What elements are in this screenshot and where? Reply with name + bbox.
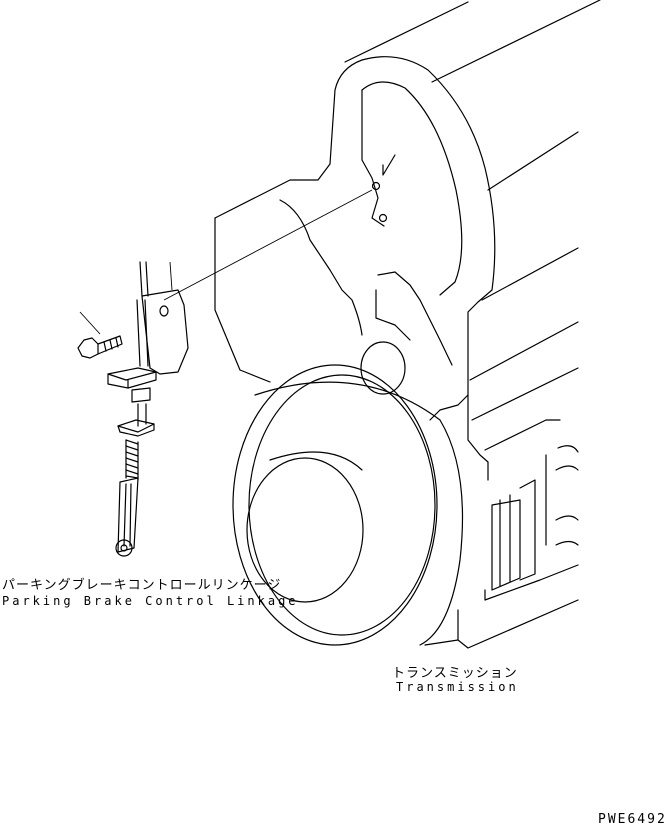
drawing-code: PWE6492	[598, 812, 667, 827]
parking-brake-label-en: Parking Brake Control Linkage	[2, 594, 299, 608]
transmission-assembly	[214, 0, 601, 649]
transmission-label-jp: トランスミッション	[392, 666, 518, 681]
transmission-label-en: Transmission	[396, 680, 519, 694]
parking-brake-linkage	[77, 189, 373, 557]
parking-brake-label-jp: パーキングブレーキコントロールリンケージ	[2, 578, 282, 593]
